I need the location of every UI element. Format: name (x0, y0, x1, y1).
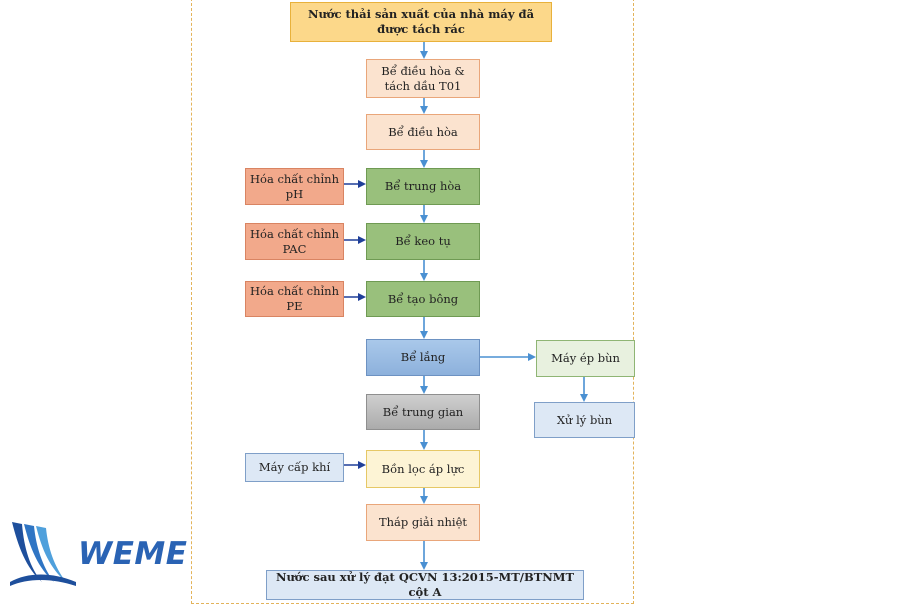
air-supply-box: Máy cấp khí (245, 453, 344, 482)
coagulation-tank-box: Bể keo tụ (366, 223, 480, 260)
chemical-pac-box: Hóa chất chỉnh PAC (245, 223, 344, 260)
input-box: Nước thải sản xuất của nhà máy đã được t… (290, 2, 552, 42)
intermediate-tank-box: Bể trung gian (366, 394, 480, 430)
sludge-treatment-box: Xử lý bùn (534, 402, 635, 438)
cooling-tower-box: Tháp giải nhiệt (366, 504, 480, 541)
weme-logo-text: WEME (78, 536, 188, 572)
equalization-oil-tank-box: Bể điều hòa & tách dầu T01 (366, 59, 480, 98)
settling-tank-box: Bể lắng (366, 339, 480, 376)
output-box: Nước sau xử lý đạt QCVN 13:2015-MT/BTNMT… (266, 570, 584, 600)
sludge-press-box: Máy ép bùn (536, 340, 635, 377)
neutralization-tank-box: Bể trung hòa (366, 168, 480, 205)
equalization-tank-box: Bể điều hòa (366, 114, 480, 150)
weme-logo: WEME (8, 516, 187, 588)
chemical-ph-box: Hóa chất chỉnh pH (245, 168, 344, 205)
pressure-filter-box: Bồn lọc áp lực (366, 450, 480, 488)
weme-wave-icon (10, 522, 76, 586)
chemical-pe-box: Hóa chất chỉnh PE (245, 281, 344, 317)
flocculation-tank-box: Bể tạo bông (366, 281, 480, 317)
